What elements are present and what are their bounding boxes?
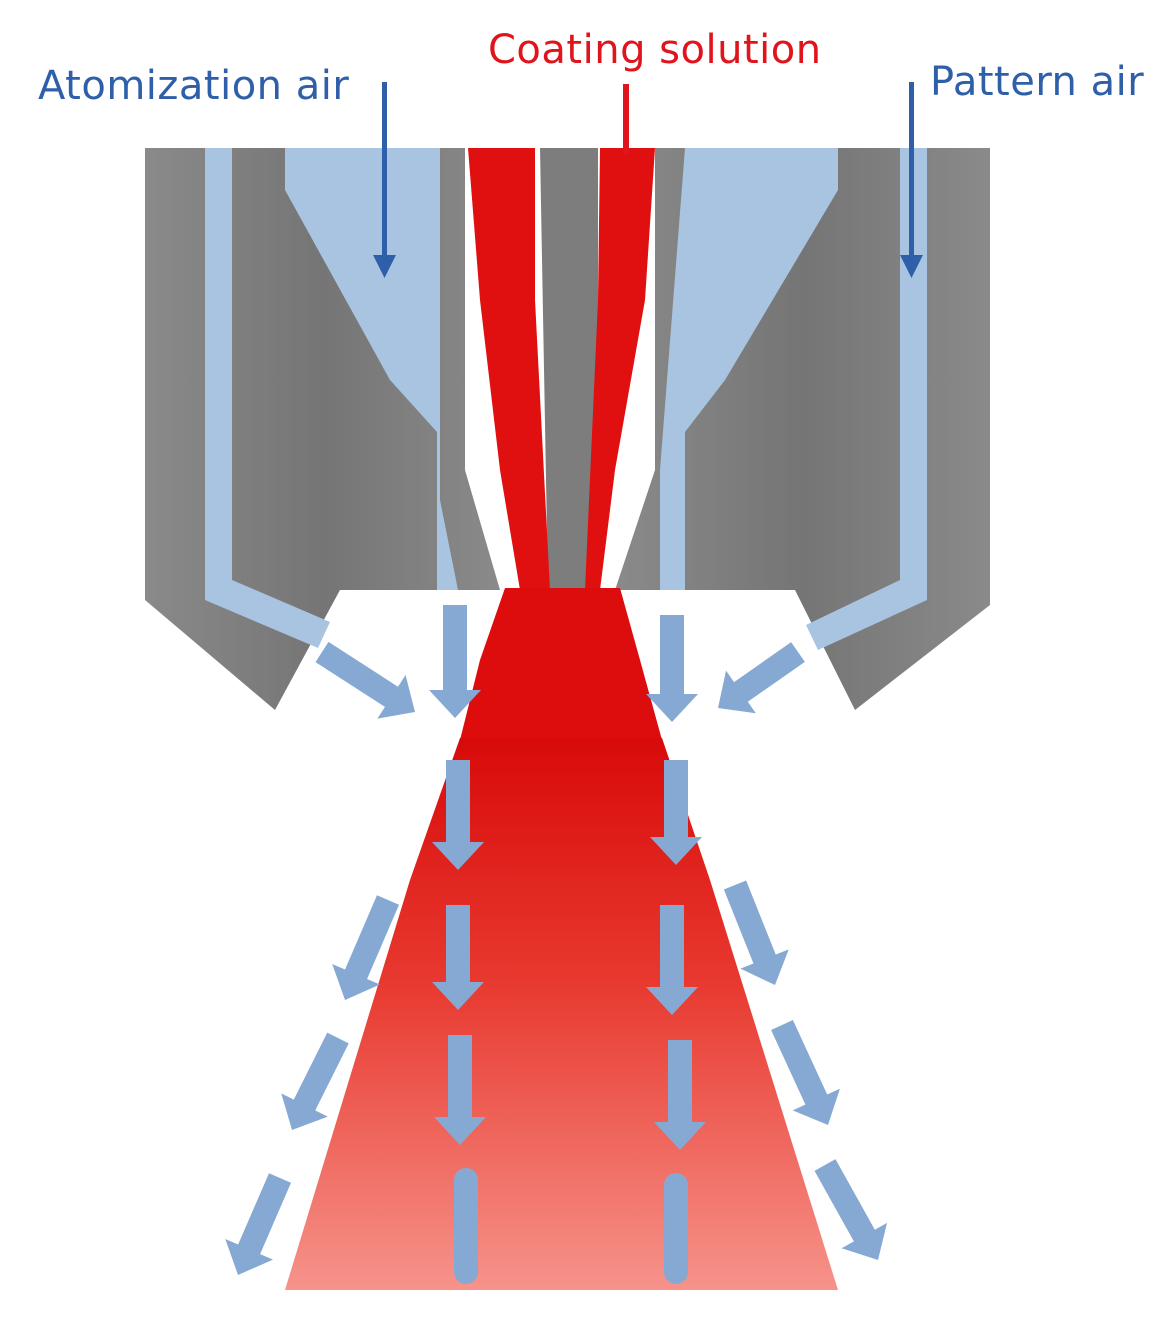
flow-arrow-icon [646, 615, 698, 722]
flow-arrow-icon [718, 642, 805, 714]
spray-cone [285, 738, 838, 1290]
flow-arrow-icon [225, 1173, 292, 1275]
coating-feed-right [585, 148, 655, 590]
flow-arrow-icon [432, 760, 484, 870]
pattern-channel-right [806, 148, 927, 650]
arrow-down-icon [373, 255, 396, 278]
flow-arrow-icon [429, 605, 481, 718]
nozzle-tip-center [540, 148, 598, 590]
coating-feed-line [623, 84, 629, 154]
flow-arrow-icon [646, 905, 698, 1015]
coating-neck [460, 588, 662, 740]
air-flow-arrows [225, 605, 888, 1284]
flow-arrow-icon [814, 1159, 888, 1260]
flow-arrow-icon [315, 641, 415, 719]
atomization-air-pointer [373, 82, 396, 278]
flow-arrow-icon [654, 1040, 706, 1150]
pattern-channel-left [205, 148, 330, 648]
flow-arrow-icon [771, 1019, 840, 1125]
feed-lines [373, 82, 923, 278]
pattern-air-pointer [900, 82, 923, 278]
coating-feed-left [468, 148, 550, 590]
flow-arrow-icon [650, 760, 702, 865]
coating-flow [285, 148, 838, 1290]
arrow-down-icon [900, 255, 923, 278]
pattern-air-label: Pattern air [930, 59, 1145, 105]
flow-arrow-icon [432, 905, 484, 1010]
flow-arrow-icon [723, 880, 789, 985]
atomization-channel-left [285, 148, 458, 590]
coating-solution-label: Coating solution [488, 27, 822, 73]
atomization-channel-right [660, 148, 838, 590]
flow-arrow-icon [281, 1032, 349, 1130]
air-channels [205, 148, 927, 650]
flow-arrow-icon [332, 895, 400, 1000]
atomization-air-label: Atomization air [38, 63, 350, 109]
flow-arrow-icon [434, 1035, 486, 1145]
